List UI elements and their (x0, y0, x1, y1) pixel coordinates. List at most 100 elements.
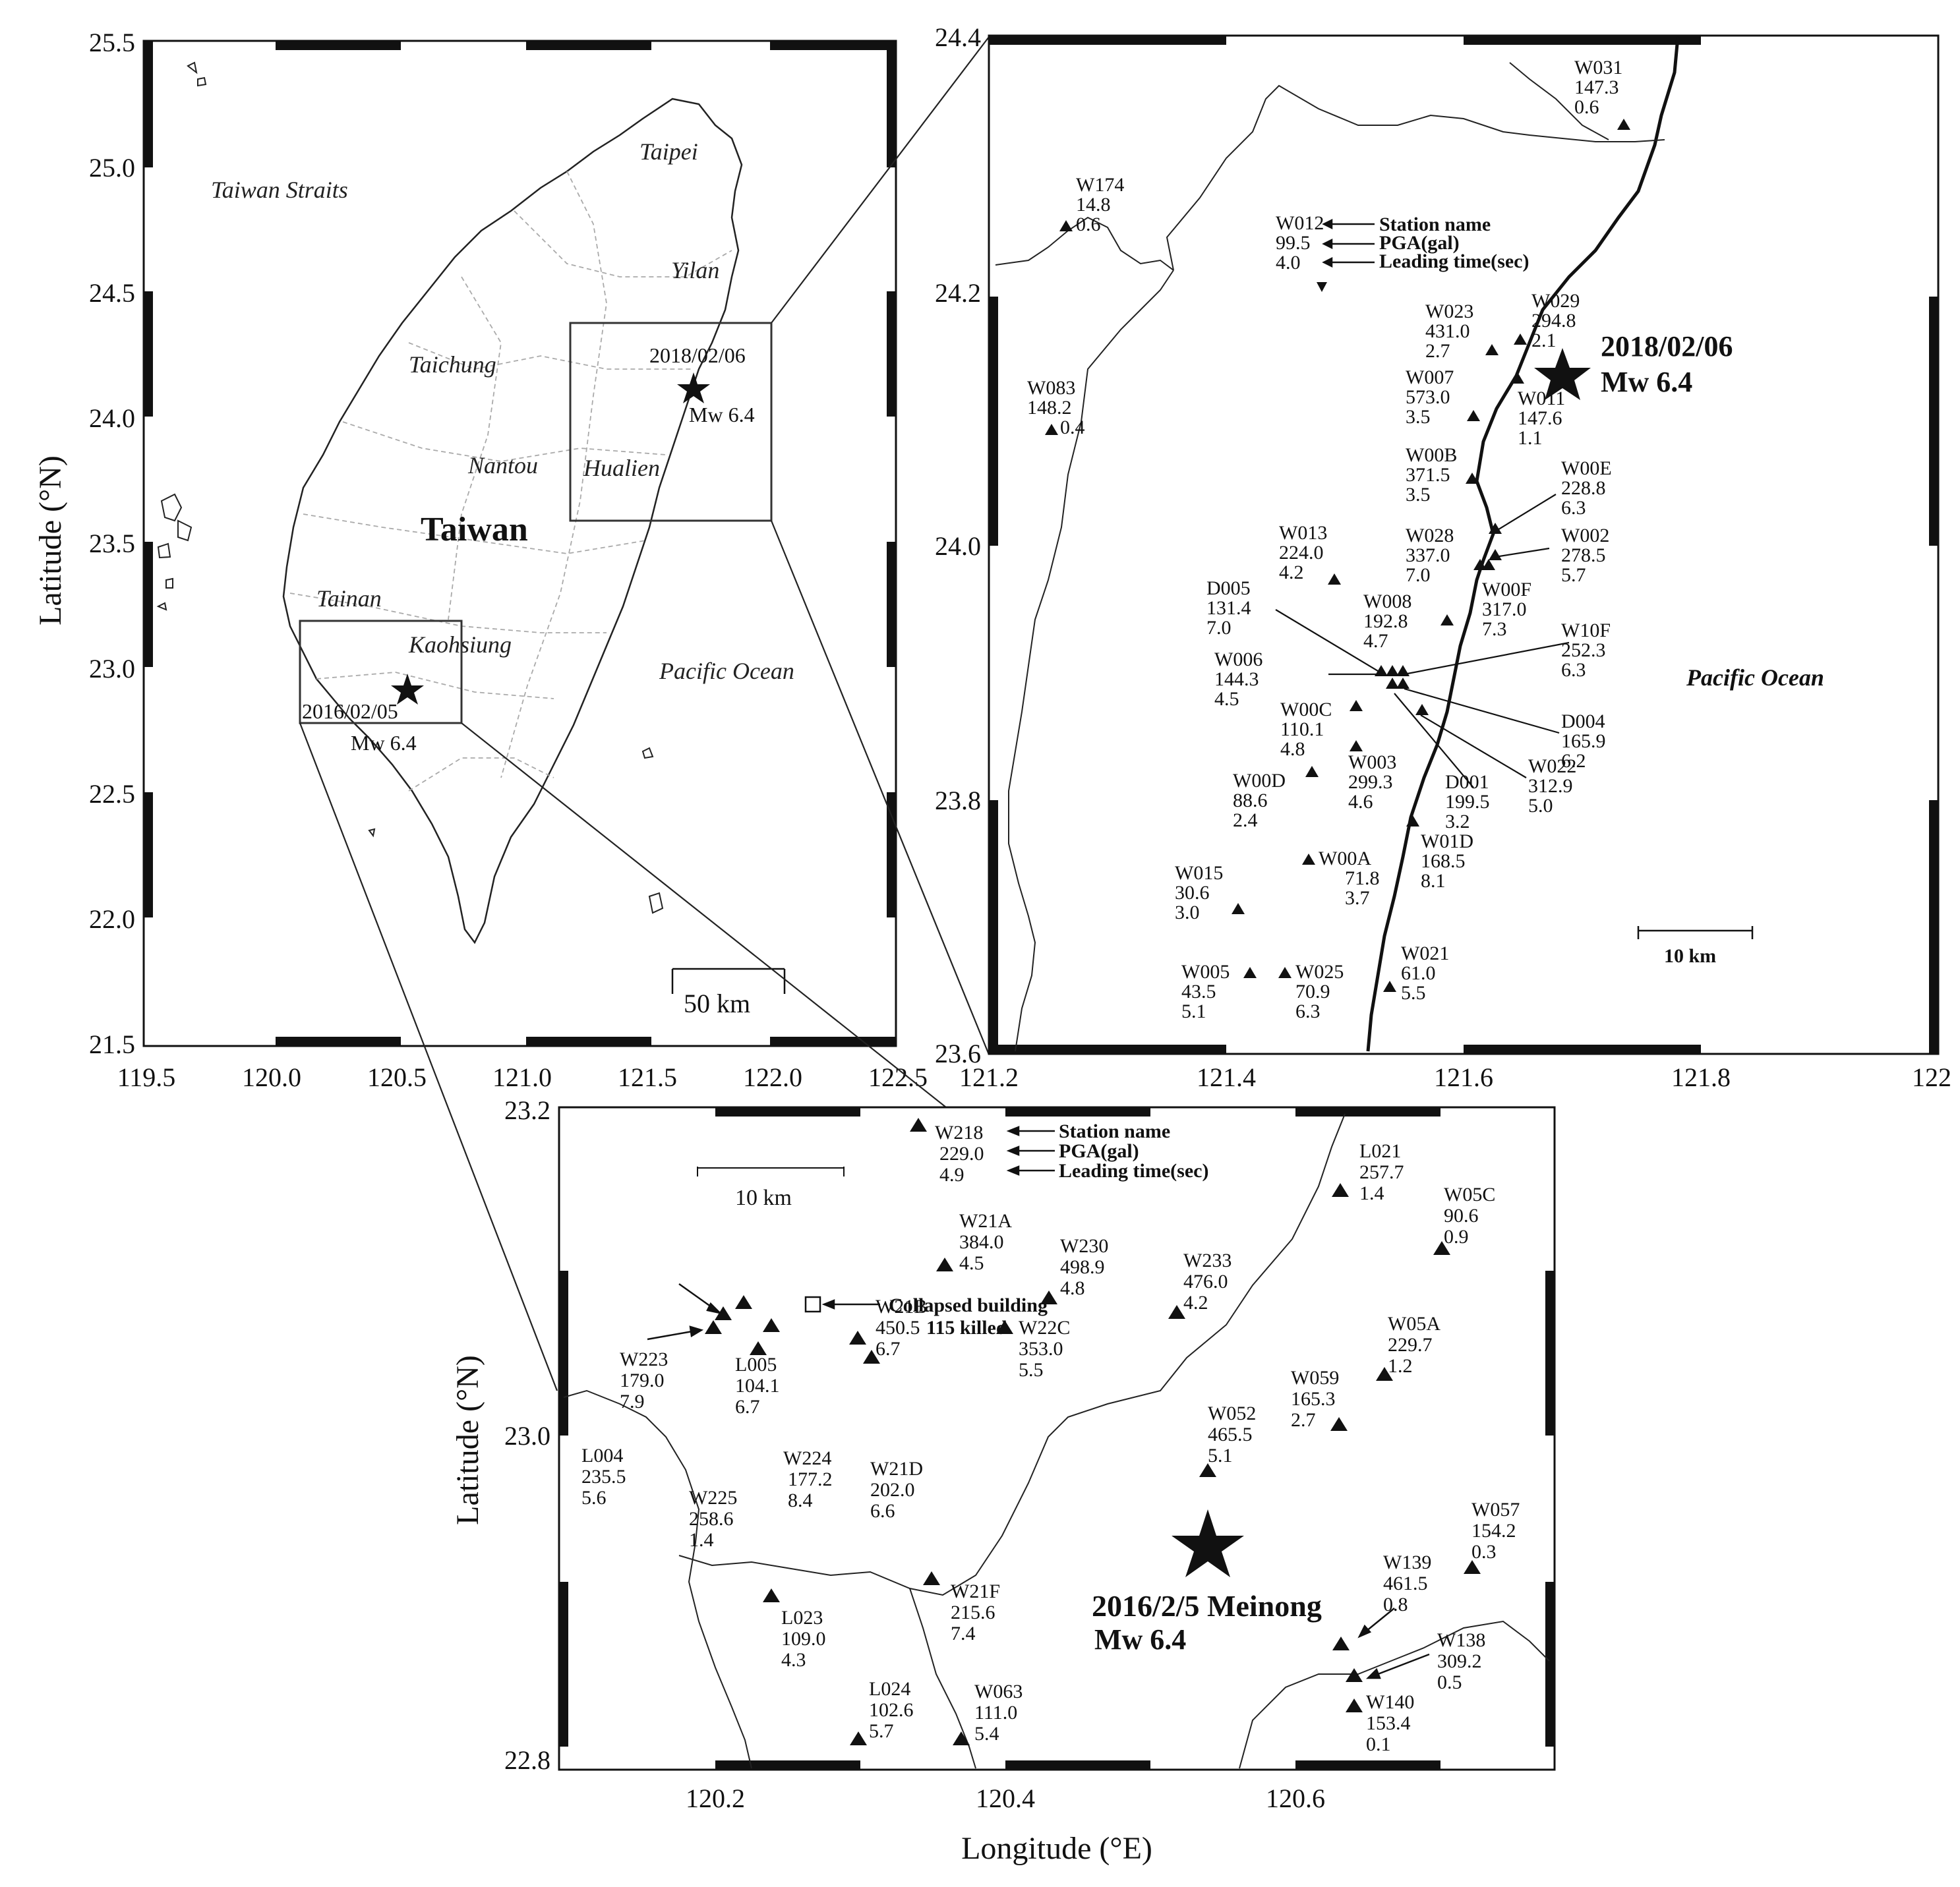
svg-text:PGA(gal): PGA(gal) (1059, 1140, 1139, 1162)
svg-text:0.1: 0.1 (1366, 1733, 1391, 1755)
svg-text:384.0: 384.0 (959, 1231, 1004, 1253)
meinong-event-mag: Mw 6.4 (1094, 1623, 1186, 1656)
station-marker (1464, 1560, 1481, 1574)
svg-text:8.4: 8.4 (788, 1490, 813, 1511)
svg-text:4.9: 4.9 (939, 1164, 965, 1186)
svg-text:23.0: 23.0 (89, 654, 135, 683)
svg-text:W007: W007 (1406, 366, 1454, 388)
meinong-map: 10 km Station name PGA(gal) Leading time… (450, 1095, 1556, 1866)
svg-text:L004: L004 (581, 1445, 623, 1466)
svg-text:W174: W174 (1076, 174, 1124, 196)
svg-text:4.8: 4.8 (1280, 738, 1305, 760)
meinong-station-markers (705, 1118, 1481, 1745)
svg-text:Leading time(sec): Leading time(sec) (1059, 1160, 1208, 1182)
station-marker (1406, 815, 1419, 827)
svg-text:90.6: 90.6 (1444, 1205, 1479, 1227)
svg-text:L021: L021 (1359, 1140, 1401, 1162)
svg-text:L024: L024 (869, 1678, 910, 1700)
svg-text:110.1: 110.1 (1280, 718, 1324, 740)
svg-text:W225: W225 (689, 1487, 737, 1509)
svg-text:0.3: 0.3 (1471, 1541, 1497, 1563)
svg-text:W223: W223 (620, 1349, 668, 1370)
svg-text:0.6: 0.6 (1574, 96, 1599, 118)
station-marker (1040, 1291, 1057, 1304)
svg-text:7.0: 7.0 (1206, 617, 1232, 639)
svg-text:W052: W052 (1208, 1403, 1256, 1424)
svg-text:450.5: 450.5 (876, 1317, 920, 1339)
station-marker (849, 1331, 866, 1345)
svg-text:W003: W003 (1348, 751, 1396, 773)
svg-text:W01D: W01D (1421, 830, 1473, 852)
station-marker (1415, 704, 1429, 715)
svg-text:88.6: 88.6 (1233, 790, 1268, 811)
svg-text:W21A: W21A (959, 1210, 1012, 1232)
svg-text:23.0: 23.0 (504, 1421, 550, 1451)
svg-text:461.5: 461.5 (1383, 1573, 1428, 1594)
station-marker (863, 1350, 880, 1364)
hualien-lon-ticks: 121.2 121.4 121.6 121.8 122 (959, 1062, 1951, 1092)
svg-text:1.4: 1.4 (689, 1529, 714, 1551)
svg-text:L023: L023 (781, 1607, 823, 1629)
svg-text:353.0: 353.0 (1019, 1338, 1063, 1360)
overview-lon-ticks: 119.5 120.0 120.5 121.0 121.5 122.0 122.… (117, 1062, 928, 1092)
svg-text:119.5: 119.5 (117, 1062, 176, 1092)
svg-text:147.6: 147.6 (1518, 407, 1562, 429)
svg-text:215.6: 215.6 (951, 1602, 995, 1623)
svg-text:W00F: W00F (1482, 579, 1531, 600)
svg-text:476.0: 476.0 (1183, 1271, 1228, 1292)
svg-text:4.7: 4.7 (1363, 630, 1388, 652)
svg-text:W00B: W00B (1406, 444, 1457, 466)
meinong-scalebar-label: 10 km (735, 1186, 792, 1210)
svg-text:4.0: 4.0 (1276, 252, 1301, 274)
station-marker (763, 1588, 780, 1602)
svg-text:4.2: 4.2 (1183, 1292, 1208, 1314)
svg-text:465.5: 465.5 (1208, 1424, 1253, 1445)
svg-text:W013: W013 (1279, 522, 1327, 544)
svg-text:W10F: W10F (1561, 620, 1611, 641)
svg-text:0.9: 0.9 (1444, 1226, 1469, 1248)
station-marker (850, 1731, 867, 1745)
svg-text:D001: D001 (1445, 771, 1489, 793)
svg-text:1.1: 1.1 (1518, 427, 1543, 449)
svg-text:W00C: W00C (1280, 699, 1332, 720)
overview-lat-ticks: 25.5 25.0 24.5 24.0 23.5 23.0 22.5 22.0 … (89, 28, 135, 1059)
svg-text:Station name: Station name (1379, 214, 1491, 235)
inset-box-meinong (299, 620, 463, 724)
svg-text:111.0: 111.0 (974, 1702, 1017, 1724)
svg-text:5.7: 5.7 (869, 1720, 894, 1742)
svg-text:W00E: W00E (1561, 457, 1612, 479)
svg-text:109.0: 109.0 (781, 1628, 826, 1650)
station-marker (1485, 344, 1499, 355)
svg-text:70.9: 70.9 (1295, 981, 1330, 1002)
station-marker (1383, 981, 1396, 992)
svg-text:6.7: 6.7 (735, 1396, 760, 1418)
station-marker (1168, 1305, 1185, 1319)
svg-text:24.0: 24.0 (935, 531, 981, 561)
hualien-epicenter-star (1534, 348, 1591, 400)
svg-text:W230: W230 (1060, 1235, 1108, 1257)
station-marker (1376, 1367, 1393, 1381)
svg-text:0.6: 0.6 (1076, 214, 1101, 235)
station-marker (1199, 1463, 1216, 1477)
taiwan-coastline (282, 98, 743, 944)
svg-text:3.2: 3.2 (1445, 811, 1470, 832)
svg-text:121.6: 121.6 (1434, 1062, 1493, 1092)
station-marker (1386, 678, 1399, 689)
station-marker (1489, 549, 1502, 560)
hualien-station-markers (1045, 119, 1630, 992)
svg-text:168.5: 168.5 (1421, 850, 1466, 872)
